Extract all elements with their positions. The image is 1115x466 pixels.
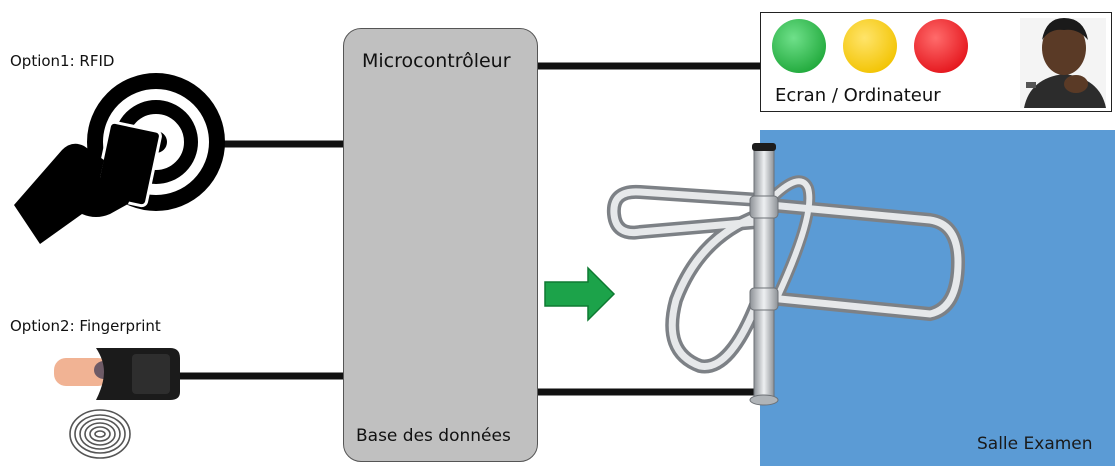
rfid-icon — [14, 73, 225, 244]
microcontroller-title: Microcontrôleur — [362, 50, 511, 72]
fingerprint-icon — [69, 409, 131, 459]
rfid-option-label: Option1: RFID — [10, 52, 115, 70]
fingerprint-scanner-icon — [54, 348, 180, 400]
screen-label: Ecran / Ordinateur — [775, 85, 941, 106]
green-light-icon — [772, 19, 826, 73]
turnstile-icon — [606, 143, 966, 406]
microcontroller-box — [343, 28, 538, 462]
yellow-light-icon — [843, 19, 897, 73]
red-light-icon — [914, 19, 968, 73]
exam-room-label: Salle Examen — [977, 434, 1093, 454]
entry-arrow-icon — [544, 266, 616, 322]
database-label: Base des données — [356, 426, 511, 446]
fingerprint-option-label: Option2: Fingerprint — [10, 317, 161, 335]
person-avatar — [1020, 18, 1106, 108]
